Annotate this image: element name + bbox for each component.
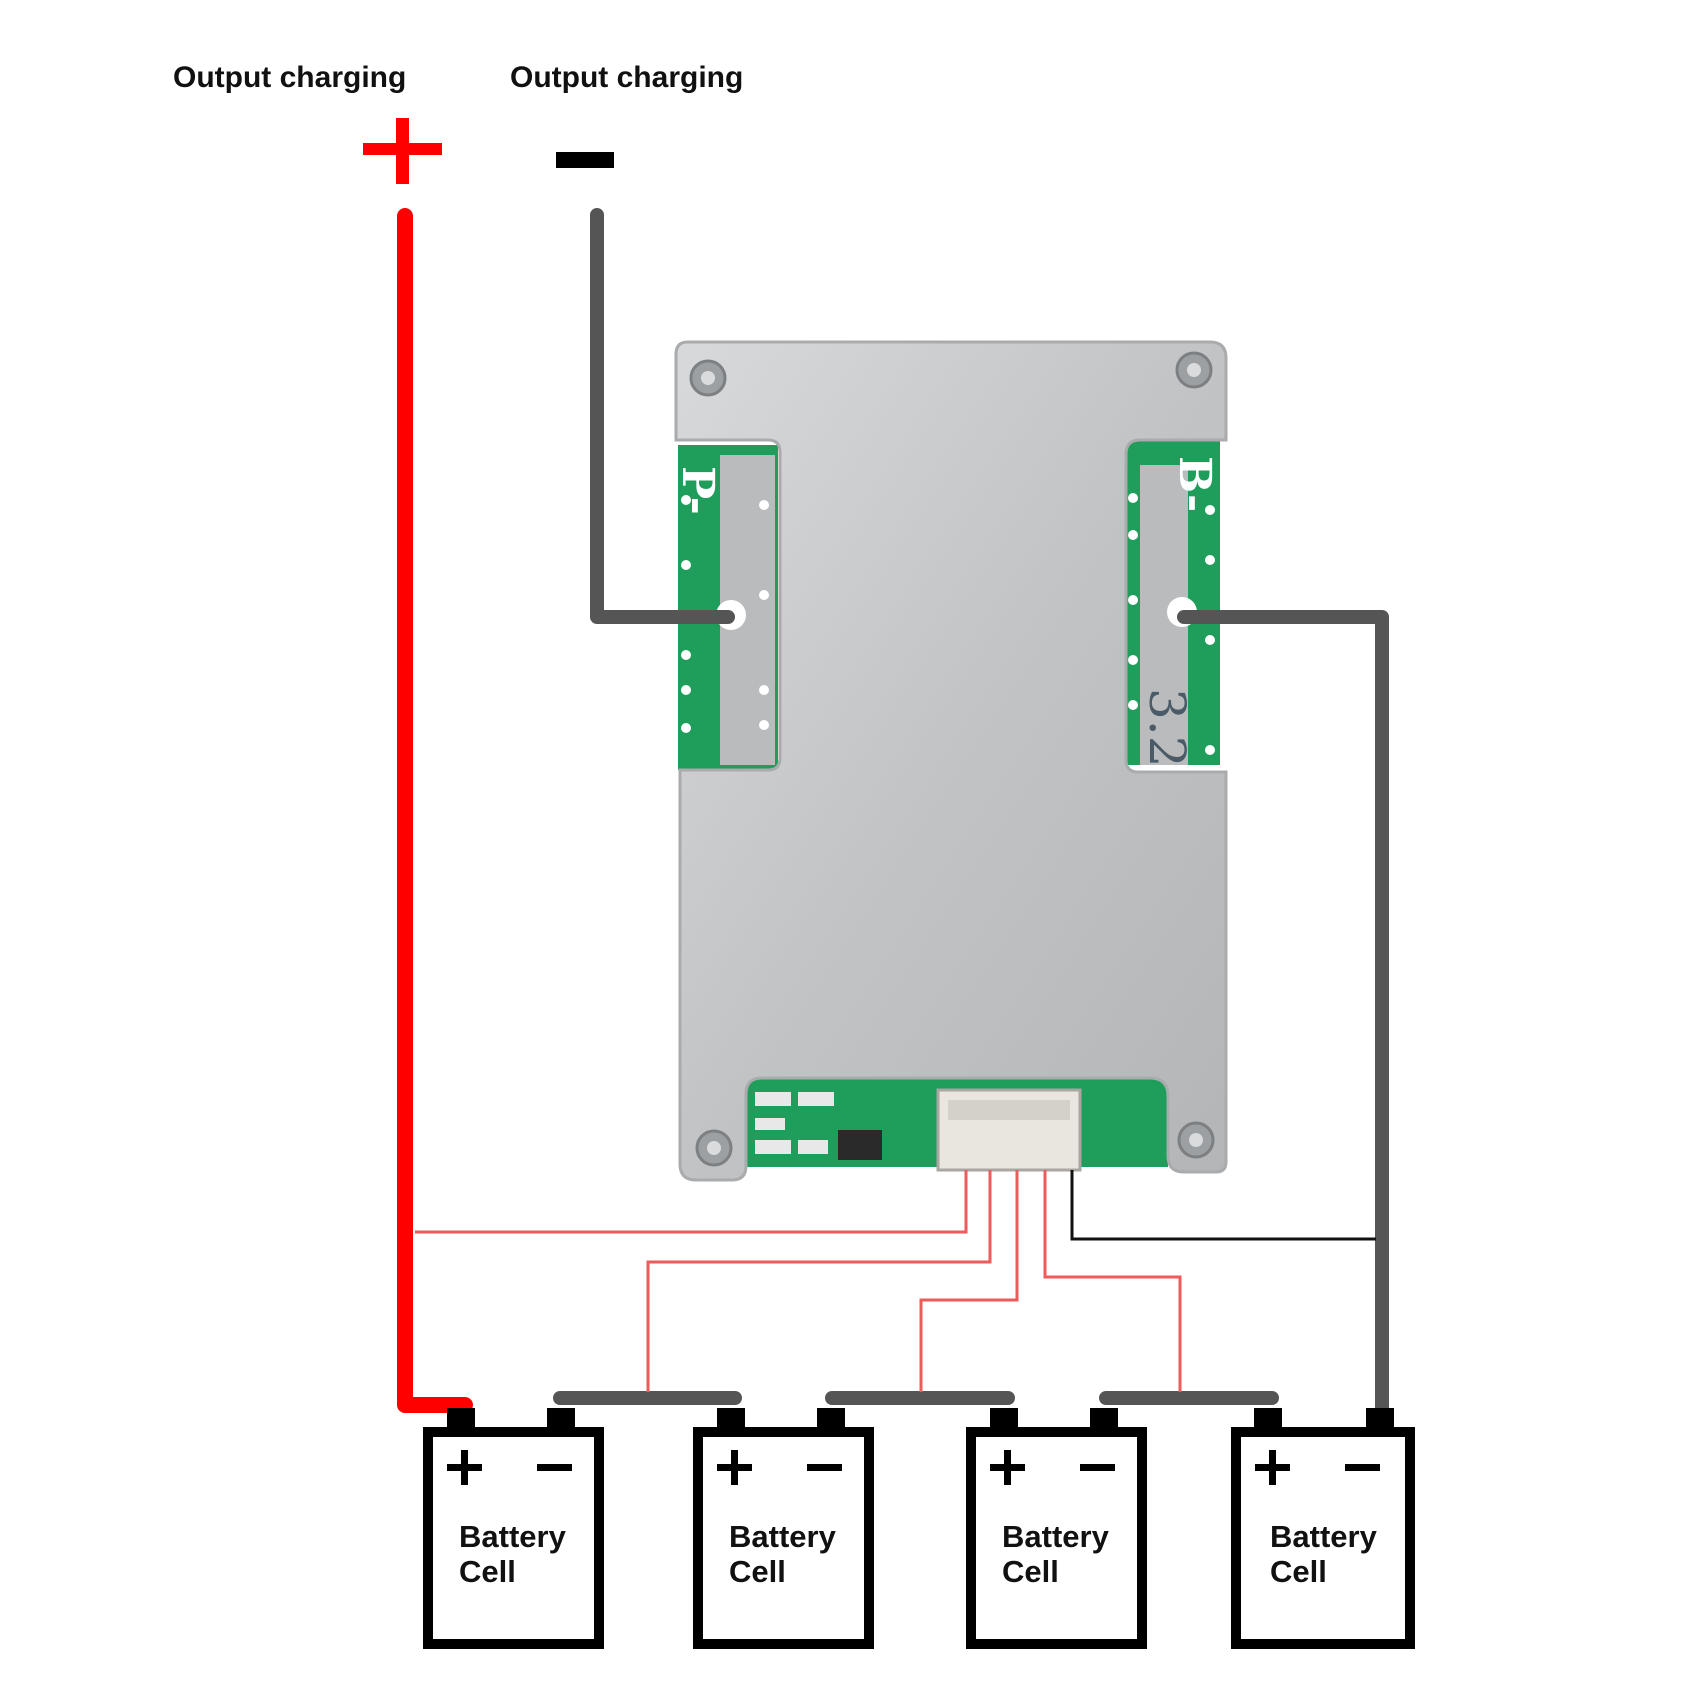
screw-bottom-right [1177, 1121, 1215, 1159]
output-charging-positive-label: Output charging [173, 61, 406, 94]
balance-connector [936, 1088, 1082, 1172]
output-charging-negative-label: Output charging [510, 61, 743, 94]
battery-cell-label-line2: Cell [1002, 1554, 1059, 1589]
battery-cell-1: Battery Cell [423, 1408, 604, 1649]
battery-cell-2: Battery Cell [693, 1408, 874, 1649]
positive-output-wire [397, 208, 473, 1413]
battery-cell-label-line1: Battery [1270, 1519, 1378, 1554]
minus-terminal-symbol [537, 1464, 572, 1471]
battery-cell-4: Battery Cell [1231, 1408, 1415, 1649]
screw-top-right [1175, 351, 1213, 389]
board-marking: 3.2 [1138, 688, 1196, 768]
battery-cell-label-line1: Battery [459, 1519, 567, 1554]
plus-terminal-symbol [990, 1450, 1025, 1485]
plus-terminal-symbol [717, 1450, 752, 1485]
minus-terminal-symbol [1080, 1464, 1115, 1471]
smd-components [755, 1092, 882, 1160]
plus-terminal-symbol [1255, 1450, 1290, 1485]
screw-top-left [689, 359, 727, 397]
bms-board: P- B- 3.2 [672, 340, 1228, 1182]
p-minus-pad-label: P- [672, 466, 723, 515]
battery-cell-label-line1: Battery [1002, 1519, 1110, 1554]
balance-lead-1 [415, 1170, 968, 1234]
minus-terminal-symbol [1345, 1464, 1380, 1471]
balance-lead-2 [646, 1170, 992, 1392]
plus-symbol [363, 118, 442, 184]
screw-bottom-left [695, 1129, 733, 1167]
battery-cell-label-line2: Cell [729, 1554, 786, 1589]
b-minus-pad-label: B- [1169, 456, 1220, 512]
b-minus-wire [1177, 610, 1389, 1417]
balance-lead-3 [919, 1170, 1019, 1392]
balance-leads [415, 1170, 1182, 1392]
battery-cell-label-line1: Battery [729, 1519, 837, 1554]
plus-terminal-symbol [447, 1450, 482, 1485]
balance-lead-4 [1043, 1170, 1182, 1392]
negative-output-wire [590, 208, 735, 624]
aluminium-heatsink-cover [674, 340, 1228, 1182]
battery-cell-label-line2: Cell [1270, 1554, 1327, 1589]
battery-cell-3: Battery Cell [966, 1408, 1147, 1649]
balance-lead-b-minus [1070, 1170, 1376, 1241]
minus-terminal-symbol [807, 1464, 842, 1471]
pcb-via-holes [681, 493, 1215, 755]
minus-symbol [556, 152, 614, 168]
battery-cell-label-line2: Cell [459, 1554, 516, 1589]
